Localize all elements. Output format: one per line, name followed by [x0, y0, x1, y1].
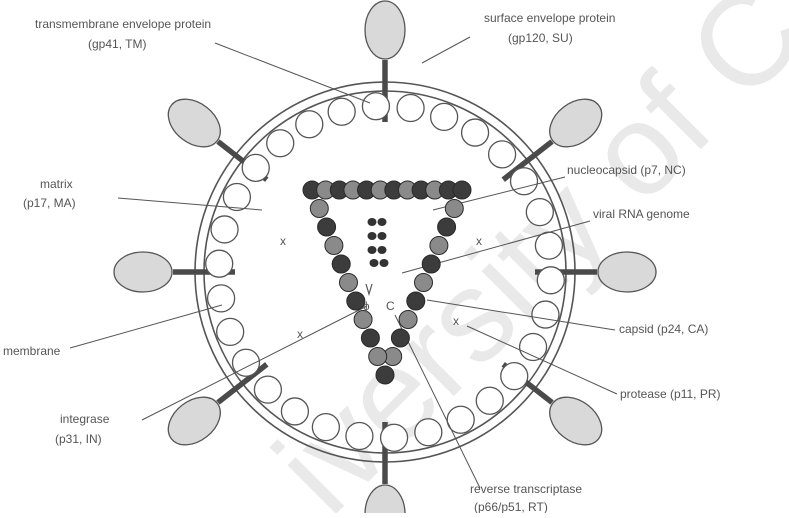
matrix-protein: [431, 103, 458, 130]
matrix-protein: [217, 318, 244, 345]
capsid-bead: [430, 237, 448, 255]
su-knob: [114, 252, 172, 292]
label-nc: nucleocapsid (p7, NC): [567, 163, 686, 177]
matrix-protein: [381, 424, 408, 451]
capsid-bead: [354, 311, 372, 329]
protease-x-mark: x: [297, 327, 303, 341]
matrix-protein: [476, 387, 503, 414]
label-tm-line2: (gp41, TM): [88, 37, 146, 51]
rna-blob: [368, 218, 377, 226]
capsid-bead: [361, 329, 379, 347]
su-knob: [541, 387, 611, 454]
capsid-bead: [332, 255, 350, 273]
matrix-protein: [501, 363, 528, 390]
label-su-line2: (gp120, SU): [508, 31, 573, 45]
label-membrane: membrane: [3, 344, 61, 358]
su-knob: [159, 387, 229, 454]
label-rna: viral RNA genome: [593, 207, 690, 221]
label-ma-line2: (p17, MA): [23, 196, 76, 210]
matrix-protein: [254, 376, 281, 403]
protease-x-mark: x: [453, 314, 459, 328]
protease-x-mark: x: [280, 234, 286, 248]
rna-blob: [368, 232, 377, 240]
su-knob: [159, 89, 229, 156]
leader-line: [215, 43, 370, 103]
capsid-bead: [415, 274, 433, 292]
matrix-protein: [328, 98, 355, 125]
capsid-bead: [438, 218, 456, 236]
label-ca: capsid (p24, CA): [619, 322, 708, 336]
matrix-protein: [312, 414, 339, 441]
label-rt-line2: (p66/p51, RT): [474, 500, 548, 513]
matrix-protein: [532, 301, 559, 328]
matrix-protein: [462, 119, 489, 146]
label-ma-line1: matrix: [40, 177, 73, 191]
matrix-protein: [211, 216, 238, 243]
label-su-line1: surface envelope protein: [484, 11, 615, 25]
label-in-line2: (p31, IN): [55, 432, 102, 446]
matrix-protein: [362, 93, 389, 120]
capsid-bead: [422, 255, 440, 273]
matrix-protein: [535, 232, 562, 259]
integrase-mark: ɸ: [363, 299, 370, 313]
matrix-protein: [296, 111, 323, 138]
reverse-transcriptase-mark: C: [386, 299, 395, 313]
matrix-protein: [267, 130, 294, 157]
capsid-bead: [399, 311, 417, 329]
rna-blob: [378, 246, 387, 254]
matrix-protein: [223, 183, 250, 210]
rna-blob: [378, 232, 387, 240]
su-knob: [365, 1, 405, 59]
rna-blob: [368, 246, 377, 254]
capsid-bead: [318, 218, 336, 236]
label-rt-line1: reverse transcriptase: [470, 482, 582, 496]
su-knob: [598, 252, 656, 292]
matrix-protein: [489, 141, 516, 168]
label-pr: protease (p11, PR): [620, 387, 721, 401]
rna-tail-mark: [366, 284, 372, 294]
leader-line: [422, 37, 470, 63]
capsid-bead: [376, 366, 394, 384]
matrix-protein: [281, 398, 308, 425]
leader-line: [70, 305, 222, 348]
matrix-protein: [206, 250, 233, 277]
capsid-bead: [369, 348, 387, 366]
label-in-line1: integrase: [60, 412, 110, 426]
protease-x-mark: x: [476, 234, 482, 248]
capsid-bead: [340, 274, 358, 292]
matrix-protein: [526, 199, 553, 226]
matrix-protein: [346, 423, 373, 450]
label-tm-line1: transmembrane envelope protein: [35, 17, 211, 31]
matrix-protein: [397, 94, 424, 121]
viral-rna-genome: [368, 218, 389, 267]
matrix-protein: [415, 419, 442, 446]
capsid-bead: [453, 181, 471, 199]
capsid-bead: [407, 292, 425, 310]
rna-blob: [378, 218, 387, 226]
rna-blob: [370, 259, 379, 267]
capsid-bead: [391, 329, 409, 347]
capsid-bead: [445, 200, 463, 218]
matrix-protein: [537, 267, 564, 294]
matrix-protein: [242, 154, 269, 181]
capsid-bead: [310, 200, 328, 218]
capsid-bead: [325, 237, 343, 255]
rna-blob: [380, 259, 389, 267]
matrix-protein: [511, 168, 538, 195]
